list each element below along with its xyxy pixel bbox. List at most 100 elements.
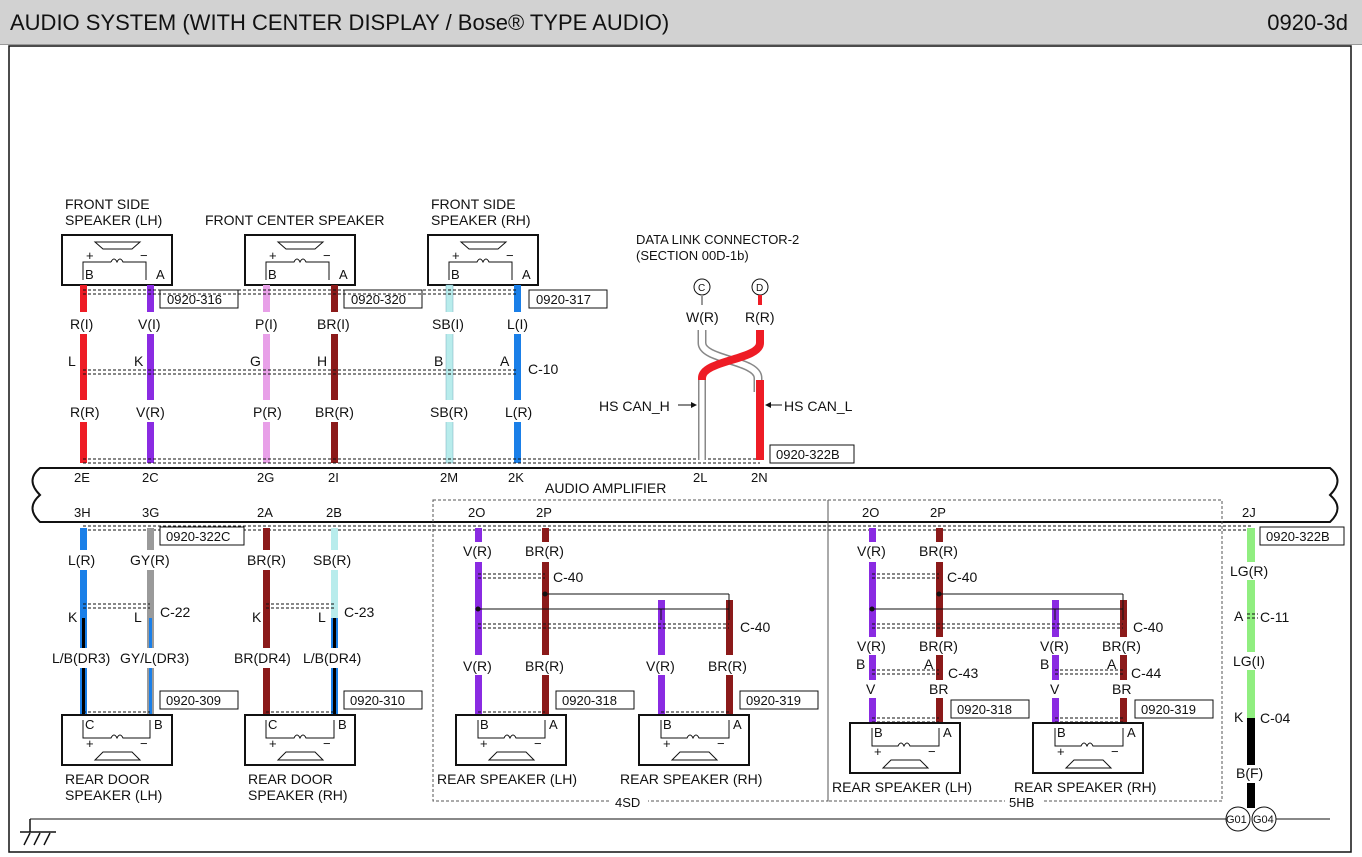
- ground-g04: G04: [1253, 814, 1274, 826]
- amplifier-label: AUDIO AMPLIFIER: [545, 480, 666, 496]
- wire-label: LG(R): [1230, 563, 1268, 579]
- pin-label: L: [68, 353, 76, 369]
- ground-icon: [20, 819, 56, 846]
- wire-label: B(F): [1236, 765, 1263, 781]
- pin-b: B: [1057, 725, 1066, 740]
- pin-label: K: [1234, 709, 1244, 725]
- wire-label: BR(R): [525, 543, 564, 559]
- dlc-label-2: (SECTION 00D-1b): [636, 248, 749, 263]
- rear-door-speaker-lh: C B + −: [61, 714, 173, 766]
- pin-label: L: [318, 609, 326, 625]
- pin-label: A: [500, 353, 510, 369]
- wire-label: L/B(DR3): [52, 650, 110, 666]
- rear-door-lh-label-2: SPEAKER (LH): [65, 787, 162, 803]
- variant-5hb: 5HB: [1009, 795, 1034, 810]
- pin-a: A: [549, 717, 558, 732]
- ref-0920-322c: 0920-322C: [166, 529, 230, 544]
- ref-0920-322b-top: 0920-322B: [776, 447, 840, 462]
- ref-0920-319: 0920-319: [746, 693, 801, 708]
- wire-label: L(R): [68, 552, 95, 568]
- ref-0920-317: 0920-317: [536, 292, 591, 307]
- wire-label: V(I): [138, 316, 161, 332]
- wire-label: SB(R): [313, 552, 351, 568]
- ref-0920-319: 0920-319: [1141, 702, 1196, 717]
- wire-label: BR(R): [708, 658, 747, 674]
- pin-a: A: [1127, 725, 1136, 740]
- amp-pin: 2K: [508, 470, 524, 485]
- connector-c43: C-43: [948, 665, 979, 681]
- connector-c10: C-10: [528, 361, 559, 377]
- pin-label: B: [1040, 656, 1049, 672]
- amp-pin: 2L: [693, 470, 707, 485]
- pin-b: B: [338, 717, 347, 732]
- pin-label: K: [252, 609, 262, 625]
- connector-c40: C-40: [947, 569, 978, 585]
- connector-c04: C-04: [1260, 710, 1291, 726]
- connector-c40: C-40: [740, 619, 771, 635]
- amp-pin: 2N: [751, 470, 768, 485]
- front-center-label: FRONT CENTER SPEAKER: [205, 212, 384, 228]
- wire-label: V(R): [646, 658, 675, 674]
- wire-label: SB(I): [432, 316, 464, 332]
- pin-a: A: [156, 267, 165, 282]
- wire-label: P(R): [253, 404, 282, 420]
- wire-label: V: [1050, 681, 1060, 697]
- ground-g01: G01: [1226, 814, 1247, 826]
- wire-label: W(R): [686, 309, 719, 325]
- front-side-lh-label-1: FRONT SIDE: [65, 196, 150, 212]
- wire-label: BR(R): [315, 404, 354, 420]
- plus-sign: +: [269, 248, 277, 263]
- front-side-rh-label-1: FRONT SIDE: [431, 196, 516, 212]
- connector-c40: C-40: [553, 569, 584, 585]
- pin-a: A: [943, 725, 952, 740]
- amp-pin: 2M: [440, 470, 458, 485]
- amp-pin: 2E: [74, 470, 90, 485]
- hs-can-l-label: HS CAN_L: [784, 398, 853, 414]
- hs-can-h-label: HS CAN_H: [599, 398, 670, 414]
- connector-c44: C-44: [1131, 665, 1162, 681]
- diagram-frame: [8, 45, 1352, 853]
- ref-0920-310: 0920-310: [350, 693, 405, 708]
- pin-c: C: [268, 717, 277, 732]
- minus-sign: −: [140, 736, 148, 751]
- pin-label: A: [924, 656, 934, 672]
- front-side-rh-label-2: SPEAKER (RH): [431, 212, 531, 228]
- amp-pin: 2A: [257, 505, 273, 520]
- rear-speaker-rh-5hb-label: REAR SPEAKER (RH): [1014, 779, 1156, 795]
- amp-pin: 2O: [862, 505, 879, 520]
- front-side-speaker-rh: + − B A: [427, 234, 539, 286]
- pin-b: B: [154, 717, 163, 732]
- rear-speaker-lh-4sd: B A + −: [455, 714, 567, 766]
- ref-0920-309: 0920-309: [166, 693, 221, 708]
- pin-label: G: [250, 353, 261, 369]
- plus-sign: +: [663, 736, 671, 751]
- wire-label: R(R): [745, 309, 775, 325]
- dlc-pin-d: D: [756, 283, 763, 294]
- rear-door-speaker-rh: C B + −: [244, 714, 356, 766]
- rear-door-lh-label-1: REAR DOOR: [65, 771, 150, 787]
- pin-a: A: [339, 267, 348, 282]
- plus-sign: +: [86, 736, 94, 751]
- pin-a: A: [522, 267, 531, 282]
- amp-pin: 2J: [1242, 505, 1256, 520]
- wire-label: BR(R): [247, 552, 286, 568]
- connector-c23: C-23: [344, 604, 375, 620]
- wire-label: BR(R): [919, 543, 958, 559]
- wire-label: BR: [1112, 681, 1131, 697]
- wire-label: V(R): [1040, 638, 1069, 654]
- pin-label: K: [134, 353, 144, 369]
- wire-label: BR(R): [1102, 638, 1141, 654]
- wire-label: L(I): [507, 316, 528, 332]
- ref-0920-320: 0920-320: [351, 292, 406, 307]
- variant-4sd: 4SD: [615, 795, 640, 810]
- rear-door-rh-label-2: SPEAKER (RH): [248, 787, 348, 803]
- pin-b: B: [451, 267, 460, 282]
- amp-pin: 2P: [930, 505, 946, 520]
- rear-speaker-rh-4sd-label: REAR SPEAKER (RH): [620, 771, 762, 787]
- minus-sign: −: [1111, 744, 1119, 759]
- wire-label: V(R): [857, 543, 886, 559]
- rear-speaker-lh-5hb: B A + −: [849, 722, 961, 774]
- wire-label: P(I): [255, 316, 278, 332]
- pin-label: B: [434, 353, 443, 369]
